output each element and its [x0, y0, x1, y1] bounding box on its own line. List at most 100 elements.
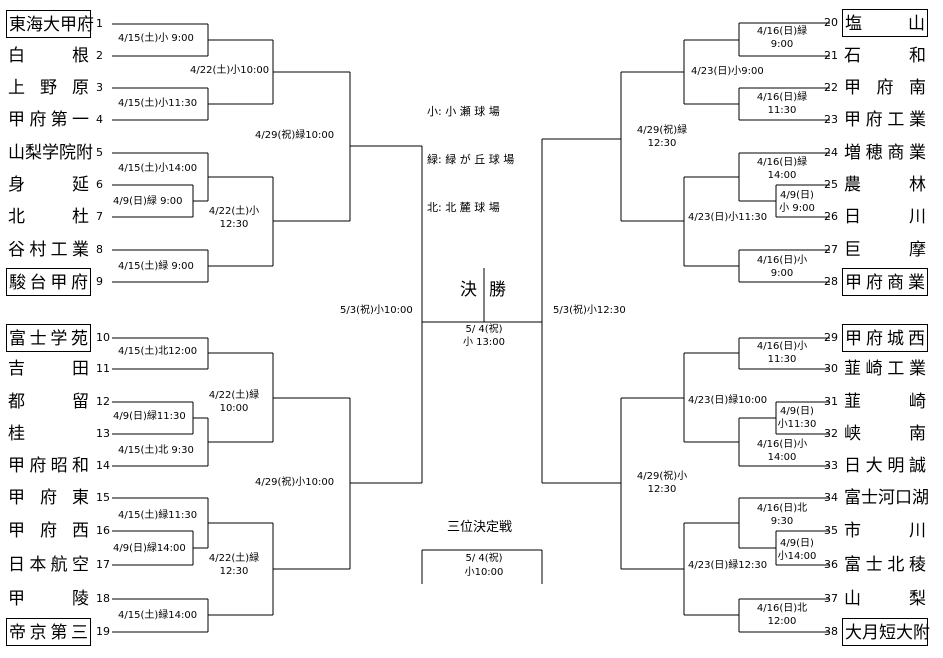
match-label-m-3-4: 4/15(土)小11:30	[118, 98, 198, 109]
team-number-22: 22	[824, 81, 838, 94]
team-number-18: 18	[96, 592, 110, 605]
match-label-qf-a: 4/29(祝)緑10:00	[255, 130, 335, 141]
match-label-r2-h: 4/23(日)緑12:30	[688, 560, 768, 571]
match-label-m-37-38-1: 4/16(日)北	[756, 603, 808, 614]
match-label-m-27-28-2: 9:00	[770, 268, 794, 279]
match-label-sf-left: 5/3(祝)小10:00	[340, 305, 413, 316]
match-label-r2-a: 4/22(土)小10:00	[190, 65, 270, 76]
team-number-32: 32	[824, 427, 838, 440]
team-number-12: 12	[96, 395, 110, 408]
team-35: 市川	[844, 521, 926, 541]
match-label-qf-c-1: 4/29(祝)緑	[636, 125, 688, 136]
team-26: 日川	[844, 207, 926, 227]
match-label-m-20-21-1: 4/16(日)緑	[756, 26, 808, 37]
team-33: 日大明誠	[844, 456, 926, 476]
team-number-37: 37	[824, 592, 838, 605]
match-label-m-25-26-1: 4/9(日)	[780, 190, 814, 201]
match-label-m-5-67: 4/15(土)小14:00	[118, 163, 198, 174]
venue-legend: 小: 小 瀬 球 場 緑: 緑 が 丘 球 場 北: 北 麓 球 場	[427, 72, 514, 248]
team-19: 帝京第三	[6, 618, 91, 646]
match-label-r2-c-1: 4/22(土)緑	[208, 390, 260, 401]
team-number-4: 4	[96, 113, 103, 126]
team-25: 農林	[844, 175, 926, 195]
team-6: 身延	[8, 175, 89, 195]
match-label-m-29-30-2: 11:30	[767, 354, 797, 365]
team-15: 甲府東	[8, 488, 89, 508]
team-36: 富士北稜	[844, 555, 926, 575]
match-label-m-18-19: 4/15(土)緑14:00	[118, 610, 198, 621]
match-label-m-22-23-1: 4/16(日)緑	[756, 92, 808, 103]
match-label-m-10-11: 4/15(土)北12:00	[118, 346, 198, 357]
match-label-qf-b: 4/29(祝)小10:00	[255, 477, 335, 488]
team-number-2: 2	[96, 49, 103, 62]
team-number-5: 5	[96, 146, 103, 159]
team-4: 甲府第一	[8, 110, 89, 130]
team-28: 甲府商業	[842, 268, 928, 296]
match-label-m-37-38-2: 12:00	[767, 616, 797, 627]
match-label-m-20-21-2: 9:00	[770, 39, 794, 50]
team-number-25: 25	[824, 178, 838, 191]
team-number-38: 38	[824, 625, 838, 638]
team-number-19: 19	[96, 625, 110, 638]
match-label-m-24-1: 4/16(日)緑	[756, 157, 808, 168]
team-21: 石和	[844, 46, 926, 66]
team-3: 上野原	[8, 78, 89, 98]
match-label-r2-g: 4/23(日)緑10:00	[688, 395, 768, 406]
team-10: 富士学苑	[6, 324, 91, 352]
match-label-sf-right: 5/3(祝)小12:30	[553, 305, 626, 316]
team-number-33: 33	[824, 459, 838, 472]
team-number-9: 9	[96, 275, 103, 288]
match-label-m-31-32-1: 4/9(日)	[780, 406, 814, 417]
match-label-r2-c-2: 10:00	[219, 403, 249, 414]
team-number-31: 31	[824, 395, 838, 408]
team-13: 桂	[8, 424, 25, 444]
team-number-28: 28	[824, 275, 838, 288]
team-number-6: 6	[96, 178, 103, 191]
match-label-r2-f: 4/23(日)小11:30	[688, 212, 768, 223]
match-label-m-1-2: 4/15(土)小 9:00	[118, 33, 194, 44]
team-number-36: 36	[824, 558, 838, 571]
team-number-16: 16	[96, 524, 110, 537]
match-label-r2-d-2: 12:30	[219, 566, 249, 577]
team-5: 山梨学院附	[8, 143, 93, 163]
team-37: 山梨	[844, 589, 926, 609]
match-label-m-25-26-2: 小 9:00	[779, 203, 815, 214]
match-label-r2-b-2: 12:30	[219, 219, 249, 230]
team-number-24: 24	[824, 146, 838, 159]
team-number-35: 35	[824, 524, 838, 537]
team-27: 巨摩	[844, 240, 926, 260]
match-label-m-34-2: 9:30	[770, 516, 794, 527]
match-label-m-6-7: 4/9(日)緑 9:00	[113, 196, 183, 207]
match-label-m-16-17: 4/9(日)緑14:00	[113, 543, 186, 554]
team-number-23: 23	[824, 113, 838, 126]
match-label-r2-d-1: 4/22(土)緑	[208, 553, 260, 564]
third-place-date: 5/ 4(祝)	[465, 553, 503, 564]
team-20: 塩山	[842, 9, 928, 37]
team-9: 駿台甲府	[6, 268, 91, 296]
match-label-qf-c-2: 12:30	[647, 138, 677, 149]
match-label-m-29-30-1: 4/16(日)小	[756, 341, 808, 352]
third-place-venue: 小10:00	[464, 567, 504, 578]
match-label-m-8-9: 4/15(土)緑 9:00	[118, 261, 194, 272]
team-8: 谷村工業	[8, 240, 89, 260]
team-number-26: 26	[824, 210, 838, 223]
team-22: 甲府南	[844, 78, 926, 98]
team-number-29: 29	[824, 331, 838, 344]
match-label-r2-b-1: 4/22(土)小	[208, 206, 260, 217]
team-number-21: 21	[824, 49, 838, 62]
team-number-17: 17	[96, 558, 110, 571]
team-7: 北杜	[8, 207, 89, 227]
match-label-m-15: 4/15(土)緑11:30	[118, 510, 198, 521]
team-34: 富士河口湖	[844, 488, 929, 508]
team-number-7: 7	[96, 210, 103, 223]
team-number-8: 8	[96, 243, 103, 256]
team-14: 甲府昭和	[8, 456, 89, 476]
legend-line-midorigaoka: 緑: 緑 が 丘 球 場	[427, 153, 515, 166]
match-label-m-35-36-2: 小14:00	[777, 551, 817, 562]
final-title-right: 勝	[489, 280, 506, 300]
match-label-m-34-1: 4/16(日)北	[756, 503, 808, 514]
team-11: 吉田	[8, 359, 89, 379]
match-label-m-35-36-1: 4/9(日)	[780, 538, 814, 549]
team-number-34: 34	[824, 491, 838, 504]
